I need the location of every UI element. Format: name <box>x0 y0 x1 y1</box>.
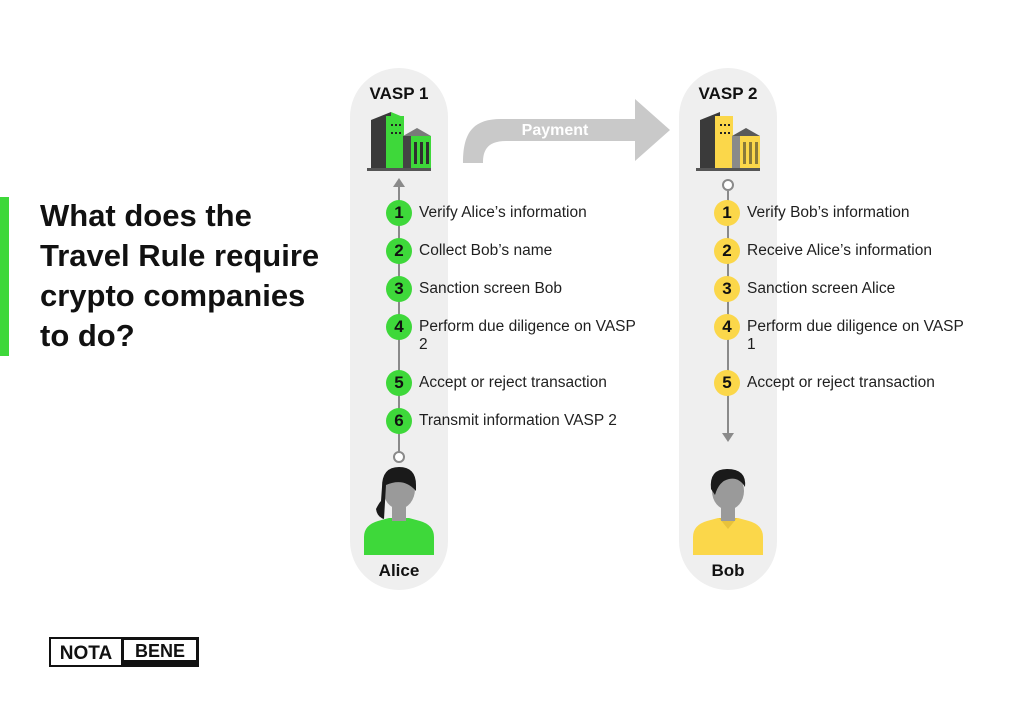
payment-label: Payment <box>522 122 589 139</box>
logo-bene: BENE <box>135 641 185 661</box>
vasp1-title: VASP 1 <box>369 84 429 103</box>
notabene-logo: NOTA BENE <box>49 637 199 667</box>
step-text: Collect Bob’s name <box>419 242 553 259</box>
vasp1-step: 4 Perform due diligence on VASP 2 <box>386 314 639 354</box>
step-number: 6 <box>386 408 412 434</box>
vasp2-step: 5 Accept or reject transaction <box>714 370 982 396</box>
step-number: 1 <box>386 200 412 226</box>
step-number: 5 <box>386 370 412 396</box>
building-icon <box>696 112 760 171</box>
step-text: Accept or reject transaction <box>747 374 935 391</box>
alice-label: Alice <box>378 561 420 580</box>
flow-arrow-up-icon <box>393 178 405 187</box>
step-text: Verify Alice’s information <box>419 204 587 221</box>
vasp1-step: 6 Transmit information VASP 2 <box>386 408 654 434</box>
flow-start-dot <box>722 179 734 191</box>
accent-bar <box>0 197 9 356</box>
vasp1-step: 3 Sanction screen Bob <box>386 276 654 302</box>
step-text: Transmit information VASP 2 <box>419 412 617 429</box>
logo-nota: NOTA <box>60 643 113 664</box>
vasp2-title: VASP 2 <box>698 84 758 103</box>
step-number: 3 <box>386 276 412 302</box>
page-title: What does the Travel Rule require crypto… <box>40 198 320 353</box>
step-number: 3 <box>714 276 740 302</box>
vasp1-step: 5 Accept or reject transaction <box>386 370 654 396</box>
step-text: Receive Alice’s information <box>747 242 932 259</box>
vasp1-column: VASP 1 Alice <box>350 68 448 590</box>
step-number: 5 <box>714 370 740 396</box>
step-text: Sanction screen Bob <box>419 280 563 297</box>
step-number: 2 <box>386 238 412 264</box>
step-text: Perform due diligence on VASP 1 <box>747 318 964 353</box>
vasp2-step: 2 Receive Alice’s information <box>714 238 982 264</box>
step-number: 4 <box>714 314 740 340</box>
flow-line <box>727 191 729 434</box>
vasp2-step: 4 Perform due diligence on VASP 1 <box>714 314 967 354</box>
step-text: Verify Bob’s information <box>747 204 910 221</box>
alice-avatar <box>364 467 434 555</box>
step-number: 1 <box>714 200 740 226</box>
step-text: Accept or reject transaction <box>419 374 607 391</box>
payment-arrow: Payment <box>463 99 670 163</box>
step-number: 2 <box>714 238 740 264</box>
flow-end-dot <box>393 451 405 463</box>
vasp1-step: 1 Verify Alice’s information <box>386 200 654 226</box>
vasp2-step: 1 Verify Bob’s information <box>714 200 982 226</box>
step-text: Sanction screen Alice <box>747 280 896 297</box>
bob-avatar <box>693 469 763 555</box>
building-icon <box>367 112 431 171</box>
vasp1-step: 2 Collect Bob’s name <box>386 238 654 264</box>
bob-label: Bob <box>711 561 745 580</box>
step-number: 4 <box>386 314 412 340</box>
step-text: Perform due diligence on VASP 2 <box>419 318 636 353</box>
flow-arrow-down-icon <box>722 433 734 442</box>
vasp2-step: 3 Sanction screen Alice <box>714 276 982 302</box>
